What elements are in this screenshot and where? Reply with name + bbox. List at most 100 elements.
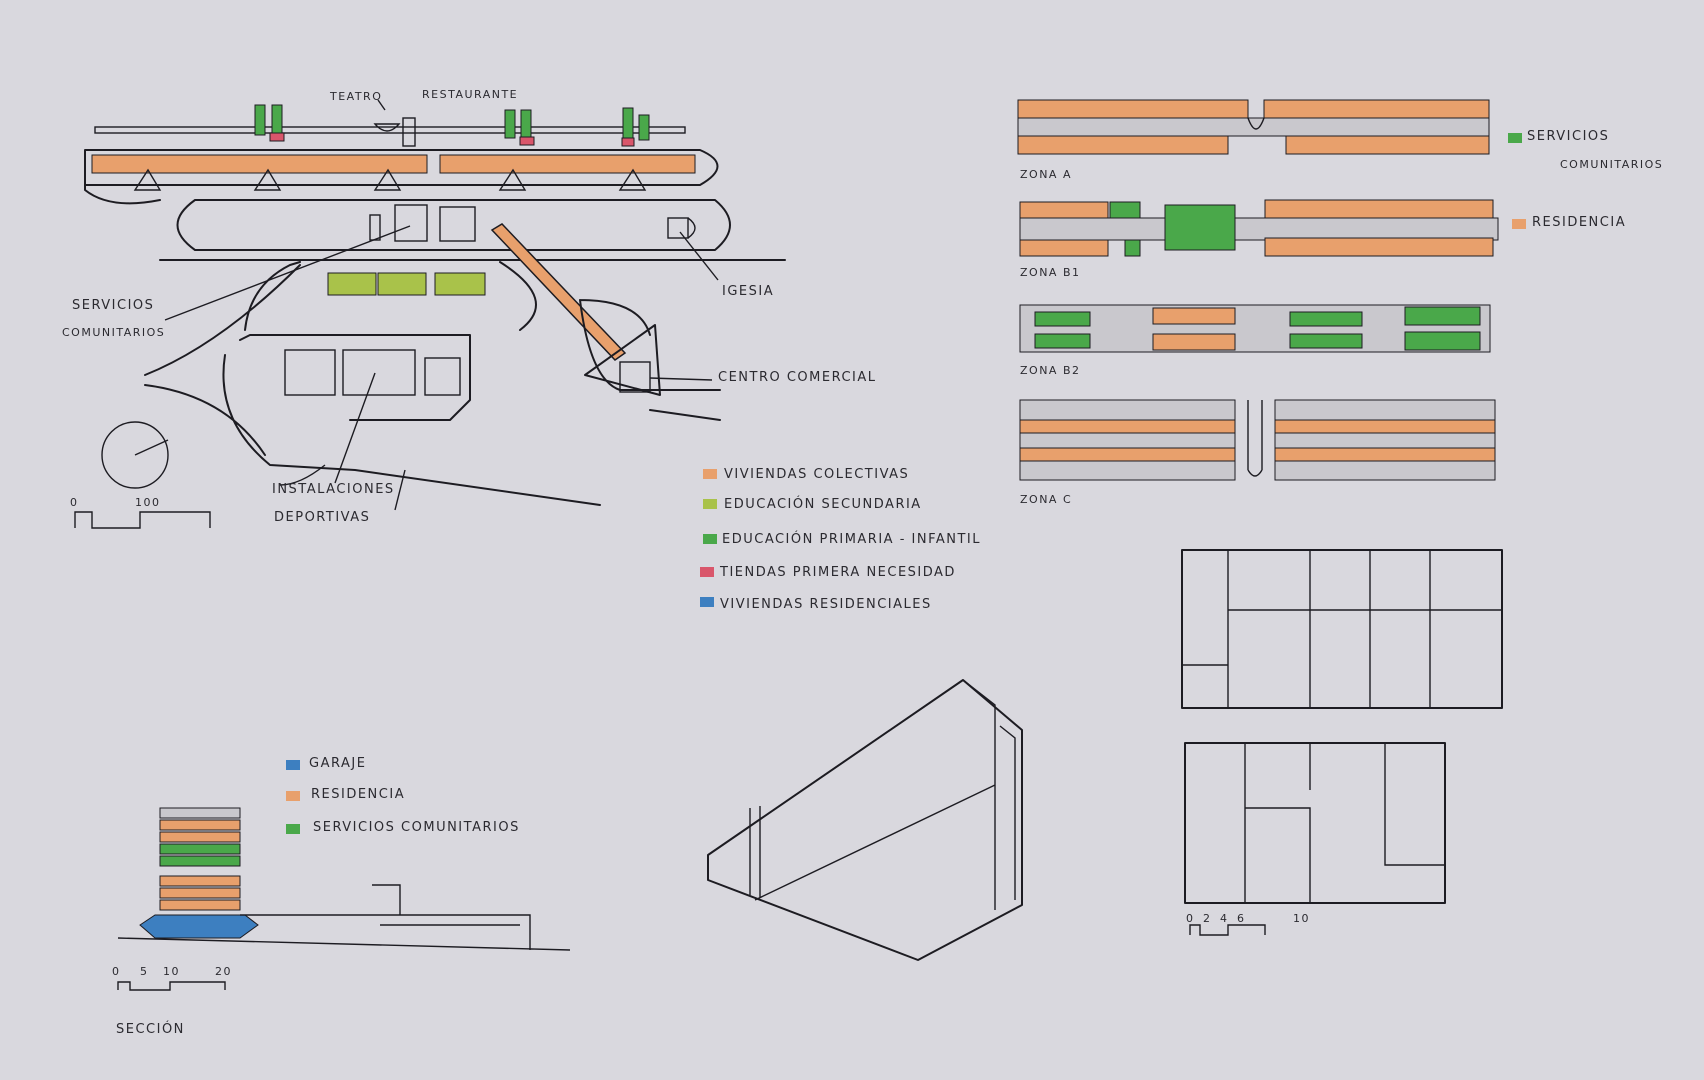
zona-b1-services xyxy=(1109,201,1141,219)
floor-plan-upper-walls xyxy=(1182,550,1502,708)
centre-block xyxy=(439,206,476,242)
section-legend-swatch-garaje xyxy=(286,760,300,770)
iglesia-shape xyxy=(667,217,689,239)
zona-a-drawing xyxy=(1017,99,1490,155)
section-lines xyxy=(117,884,571,951)
section-roof xyxy=(159,807,241,819)
zona-b2-services xyxy=(1289,311,1363,327)
teatro-leader xyxy=(377,99,386,111)
section-floor-res xyxy=(159,887,241,899)
legend-swatch-viviendas-colectivas xyxy=(703,469,717,479)
zona-c-base xyxy=(1274,399,1496,481)
site-scale-bar xyxy=(74,511,211,529)
legend-swatch-viviendas-residenciales xyxy=(700,597,714,607)
legend-swatch-educacion-primaria xyxy=(703,534,717,544)
zona-a-link xyxy=(1247,117,1265,130)
zona-b2-residence xyxy=(1152,333,1236,351)
tower-green xyxy=(271,104,283,136)
zona-c-link xyxy=(1247,400,1263,477)
north-compass xyxy=(101,421,169,489)
zone-legend-swatch-servicios xyxy=(1508,133,1522,143)
road-curve xyxy=(84,184,161,205)
shop-red xyxy=(621,137,635,147)
legend-swatch-tiendas xyxy=(700,567,714,577)
diagonal-building xyxy=(490,223,627,361)
section-legend-swatch-residencia xyxy=(286,791,300,801)
restaurante-shape xyxy=(402,117,416,147)
centro-leader xyxy=(649,377,713,381)
section-garage xyxy=(139,914,259,939)
floor-scale-bar xyxy=(1189,924,1266,936)
road-network xyxy=(144,261,601,506)
section-floor-res xyxy=(159,875,241,887)
zone-legend-swatch-residencia xyxy=(1512,219,1526,229)
road-branch xyxy=(279,464,406,511)
road-network-2 xyxy=(499,261,721,421)
iglesia-leader xyxy=(679,231,719,281)
servicios-leader xyxy=(164,225,411,321)
tower-green xyxy=(504,109,516,139)
secondary-school xyxy=(327,272,377,296)
sports-building xyxy=(284,349,336,396)
zona-a-residence xyxy=(1017,99,1249,119)
secondary-school xyxy=(377,272,427,296)
zona-b1-residence xyxy=(1264,199,1494,219)
main-linear-building xyxy=(84,149,719,186)
section-drawing xyxy=(117,807,571,991)
shop-red xyxy=(269,132,285,142)
main-building-fill-2 xyxy=(439,154,696,174)
zona-b2-services xyxy=(1404,306,1481,326)
north-needle xyxy=(134,439,169,456)
sports-building xyxy=(424,357,461,396)
zona-a-residence xyxy=(1263,99,1490,119)
zona-b2-services xyxy=(1034,311,1091,327)
iglesia-apse xyxy=(687,217,696,239)
main-building-fill-1 xyxy=(91,154,428,174)
centro-comercial-shape xyxy=(584,324,661,396)
zona-b1-services xyxy=(1164,204,1236,251)
zones xyxy=(1017,99,1499,481)
zona-b1-services xyxy=(1124,239,1141,257)
zona-a-residence xyxy=(1017,135,1229,155)
zona-b1-residence xyxy=(1019,239,1109,257)
floor-plan-upper xyxy=(1181,549,1503,709)
zona-c-residence xyxy=(1019,447,1236,462)
floor-plans xyxy=(1181,549,1503,936)
perspective-lines xyxy=(707,679,1016,910)
centre-block xyxy=(369,214,381,241)
tower-green xyxy=(254,104,266,136)
zona-c-residence xyxy=(1274,419,1496,434)
site-plan xyxy=(74,99,786,529)
zona-c-drawing xyxy=(1019,399,1496,481)
section-floor-serv xyxy=(159,855,241,867)
section-floor-res xyxy=(159,819,241,831)
zona-b2-services xyxy=(1289,333,1363,349)
sports-building xyxy=(342,349,416,396)
zona-c-base xyxy=(1019,399,1236,481)
zona-b2-services xyxy=(1034,333,1091,349)
centre-block xyxy=(394,204,428,242)
zona-c-residence xyxy=(1019,419,1236,434)
shop-red xyxy=(519,136,535,146)
section-legend-swatch-servicios xyxy=(286,824,300,834)
pilotis xyxy=(133,168,647,191)
zona-b1-residence xyxy=(1019,201,1109,219)
ring-road xyxy=(176,199,731,251)
section-scale-bar xyxy=(117,981,226,991)
zona-c-residence xyxy=(1274,447,1496,462)
section-floor-res xyxy=(159,831,241,843)
instalaciones-leader xyxy=(334,372,376,484)
zona-b2-residence xyxy=(1152,307,1236,325)
perspective-outline xyxy=(707,679,1023,961)
tower-green xyxy=(520,109,532,139)
tower-green xyxy=(622,107,634,139)
floor-plan-lower xyxy=(1184,742,1446,904)
legend-swatch-educacion-secundaria xyxy=(703,499,717,509)
road-block xyxy=(239,334,471,421)
zona-b2-services xyxy=(1404,331,1481,351)
teatro-shape xyxy=(373,123,401,132)
section-floor-res xyxy=(159,899,241,911)
centro-comercial-block xyxy=(619,361,651,393)
floor-plan-lower-walls xyxy=(1244,743,1445,903)
